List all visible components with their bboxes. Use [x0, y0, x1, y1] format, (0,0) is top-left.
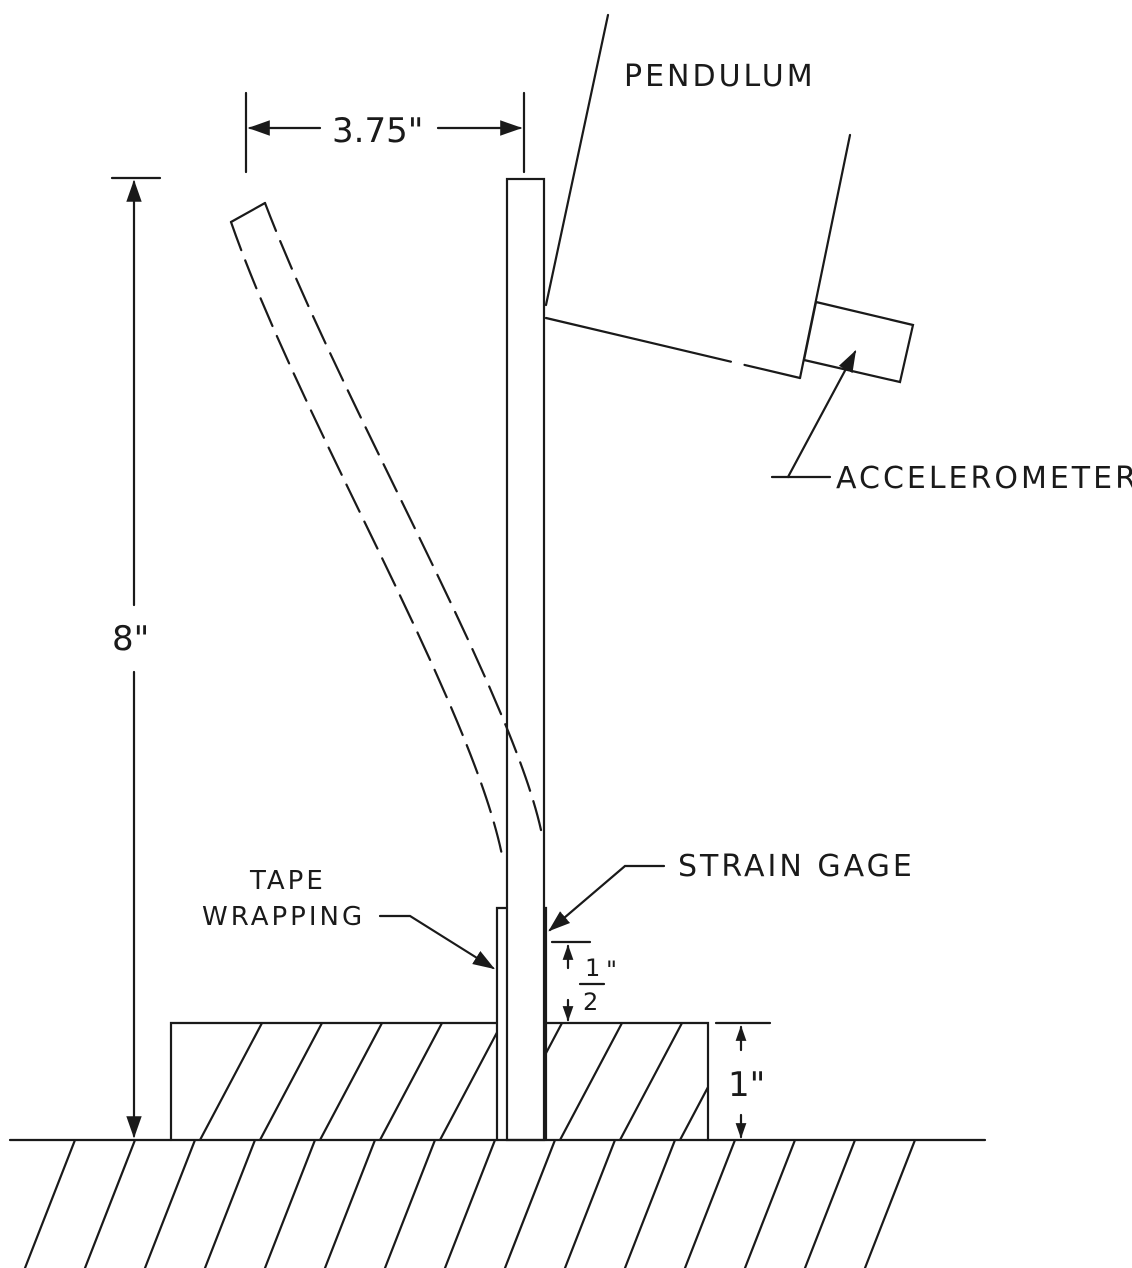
gage-offset-numerator: 1: [585, 954, 600, 982]
tape-wrapping-leader: [378, 914, 495, 970]
gage-offset-unit: ": [606, 956, 617, 984]
accelerometer-label: ACCELEROMETER: [836, 461, 1132, 496]
accelerometer-leader: [770, 350, 857, 479]
width-dimension: [244, 91, 526, 174]
base-block: [169, 1021, 710, 1142]
gage-offset-dimension: [550, 940, 592, 1022]
gage-offset-denominator: 2: [583, 988, 598, 1016]
block-height-dimension: [714, 1021, 772, 1139]
deflected-specimen: [229, 201, 543, 857]
accelerometer-box: [802, 300, 915, 384]
width-dimension-label: 3.75": [332, 111, 423, 151]
ground: [8, 1138, 987, 1268]
height-dimension: [110, 176, 162, 1139]
tape-label-line2: WRAPPING: [202, 902, 365, 932]
specimen-bar: [505, 177, 546, 1142]
strain-gage-label: STRAIN GAGE: [678, 849, 915, 884]
height-dimension-label: 8": [112, 619, 149, 659]
pendulum-label: PENDULUM: [624, 59, 816, 94]
strain-gage-leader: [548, 864, 666, 932]
tape-wrapping: [495, 906, 548, 1142]
tape-label-line1: TAPE: [249, 866, 326, 896]
deflected-specimen-tip: [229, 201, 267, 224]
block-height-label: 1": [728, 1065, 765, 1105]
